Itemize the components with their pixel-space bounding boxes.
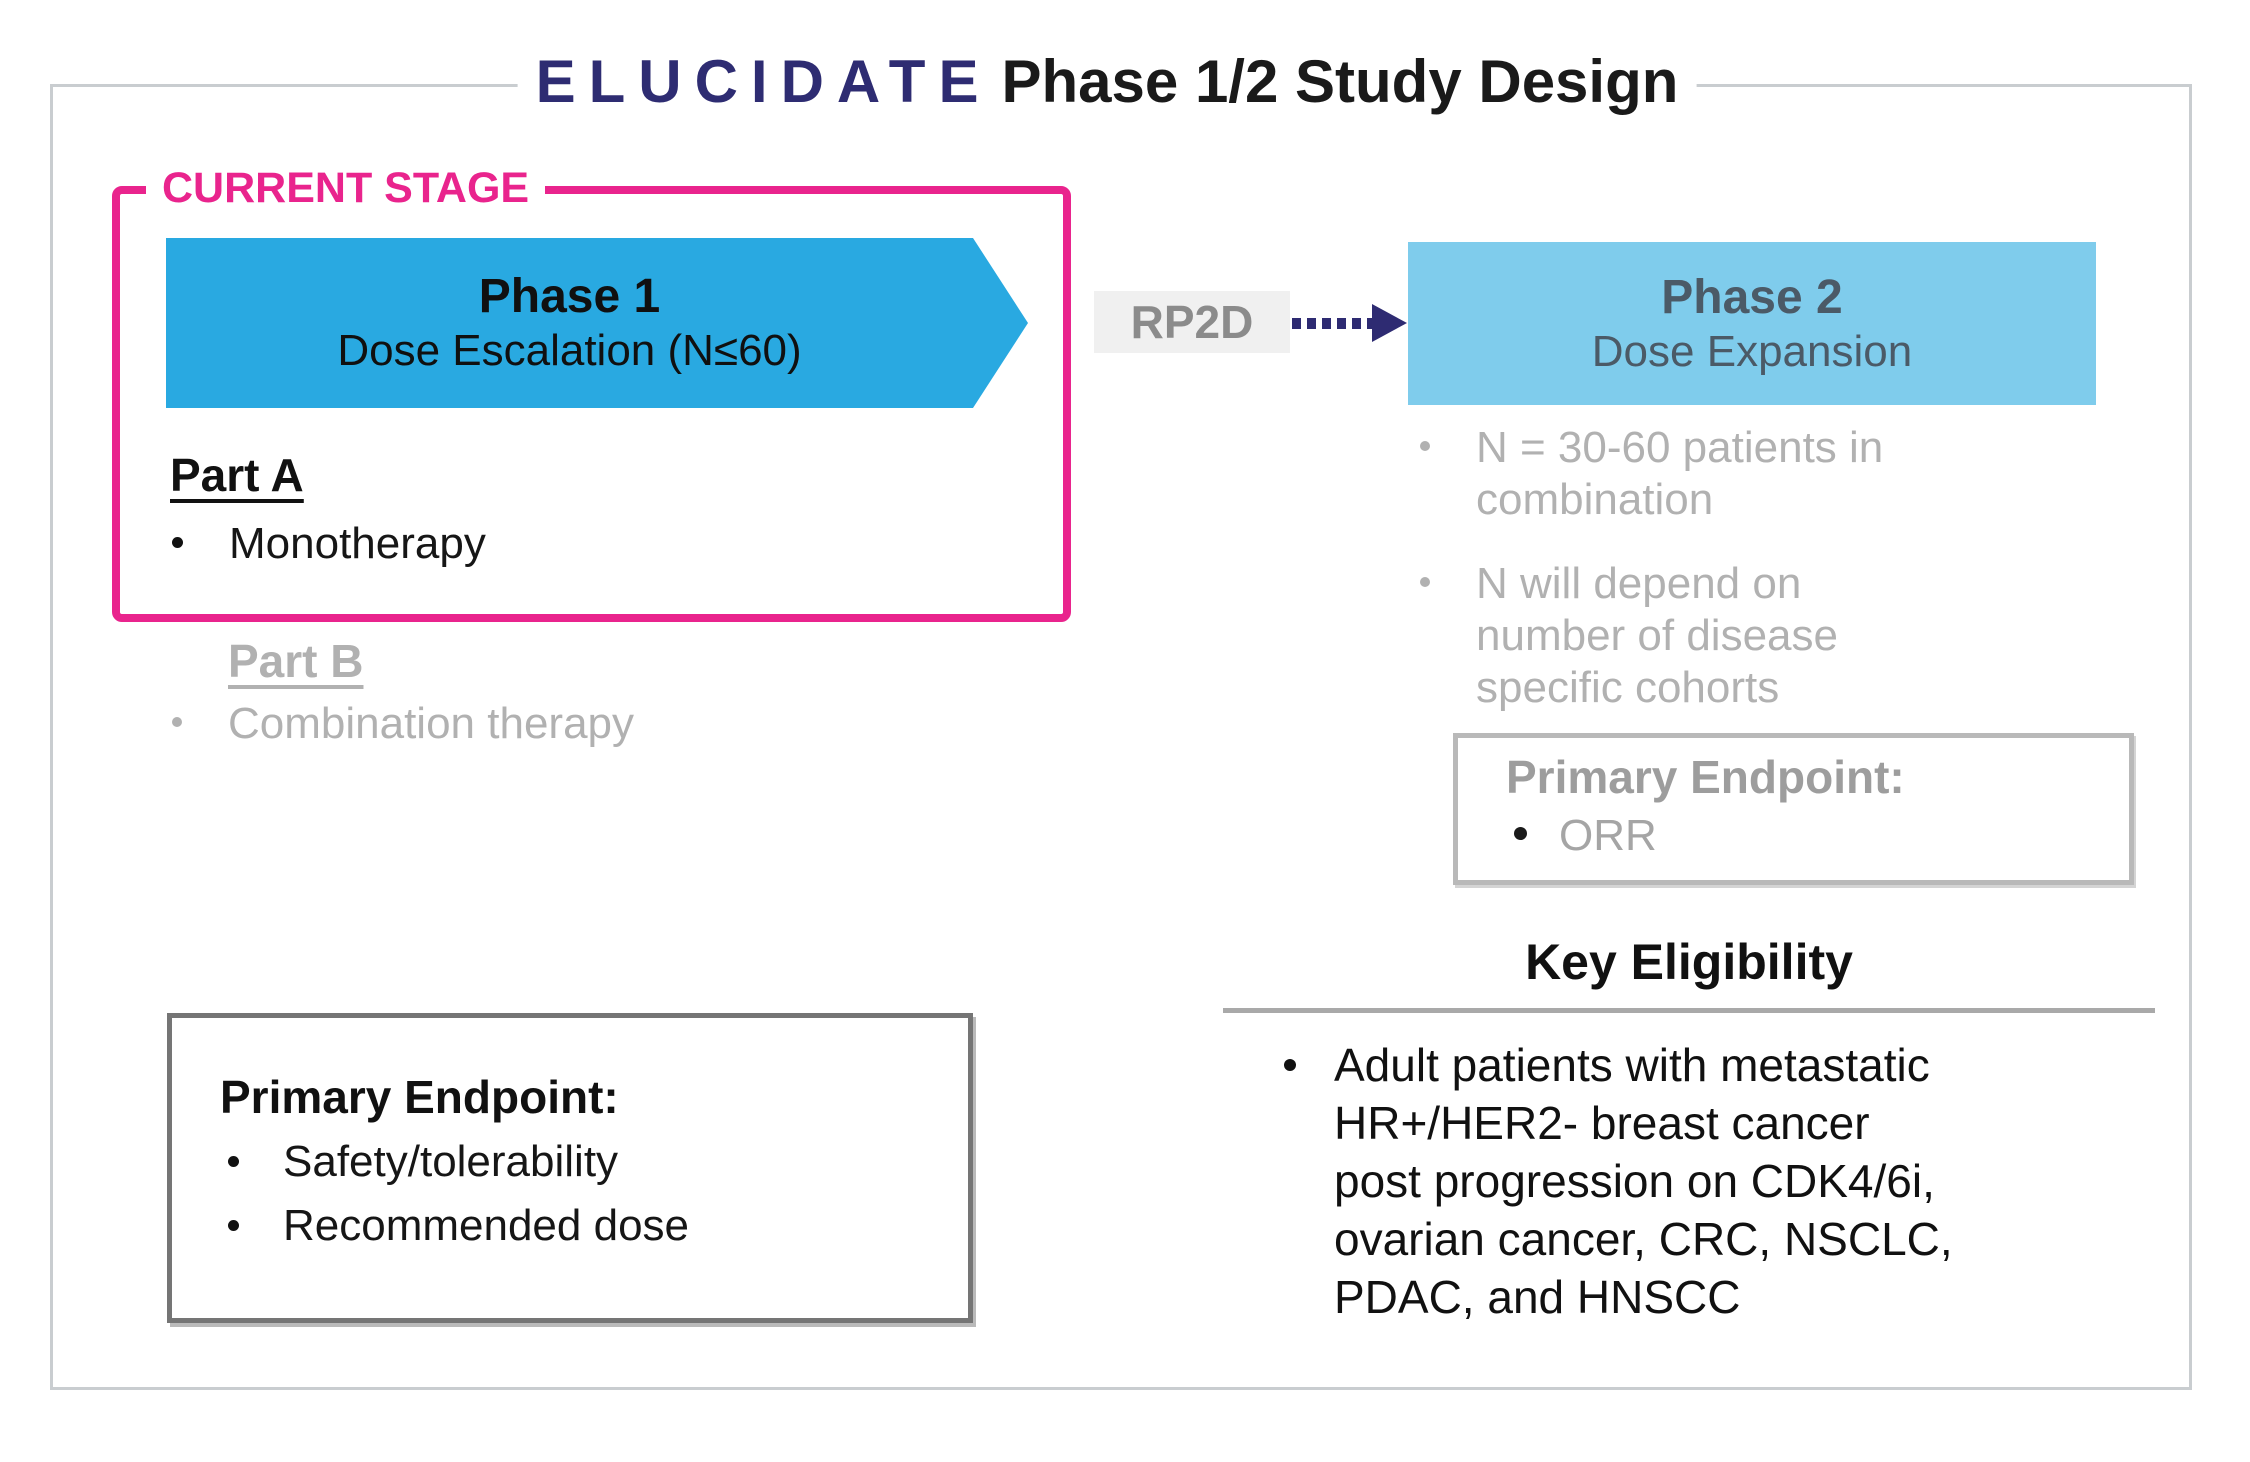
phase1-primary-endpoint-box: Primary Endpoint: Safety/tolerability Re… [167,1013,973,1323]
bullet-dot [228,1220,239,1231]
bullet-dot [1420,577,1430,587]
rp2d-dotted-arrow-line [1292,318,1372,329]
phase2-bullet-text: N = 30-60 patients in combination [1476,423,1884,524]
part-a-bullet-text: Monotherapy [229,519,486,568]
phase2-primary-endpoint-box: Primary Endpoint: ORR [1453,733,2134,885]
part-a-heading: Part A [170,449,304,501]
bullet-dot [172,717,182,727]
current-stage-box [112,186,1071,622]
part-b-bullet: Combination therapy [172,698,634,750]
arrowhead-icon [1372,304,1407,342]
key-eligibility-bullet-text: Adult patients with metastatic HR+/HER2-… [1334,1039,1953,1323]
page-title-text: Phase 1/2 Study Design [1001,48,1679,115]
bullet-dot [172,537,183,548]
phase2-bullet: N = 30-60 patients in combination [1420,422,1883,526]
phase2-primary-endpoint-heading: Primary Endpoint: [1506,751,1905,803]
phase2-box: Phase 2 Dose Expansion [1408,242,2096,405]
key-eligibility-bullet: Adult patients with metastatic HR+/HER2-… [1284,1036,2184,1326]
phase1-endpoint-bullet-text: Safety/tolerability [283,1137,619,1186]
phase2-bullet: N will depend on number of disease speci… [1420,558,1838,714]
phase1-endpoint-bullet: Safety/tolerability [228,1136,968,1188]
phase2-title: Phase 2 [1661,270,1843,324]
phase1-subtitle: Dose Escalation (N≤60) [337,326,802,375]
phase2-subtitle: Dose Expansion [1591,326,1913,376]
key-eligibility-divider [1223,1008,2155,1013]
rp2d-label: RP2D [1094,291,1290,353]
phase2-endpoint-bullet: ORR [1514,810,2129,862]
bullet-dot [1420,441,1430,451]
bullet-dot [228,1156,239,1167]
phase1-primary-endpoint-heading: Primary Endpoint: [220,1071,619,1123]
bullet-dot [1284,1059,1296,1071]
part-b-heading: Part B [228,635,364,687]
phase1-arrow-shape: Phase 1 Dose Escalation (N≤60) [166,238,1028,408]
phase1-endpoint-bullet-text: Recommended dose [283,1201,690,1250]
current-stage-label: CURRENT STAGE [146,158,546,218]
bullet-dot [1514,827,1527,840]
phase1-title: Phase 1 [478,270,661,323]
part-b-bullet-text: Combination therapy [228,699,635,748]
brand-logo: ELUCIDATE [535,48,992,115]
part-a-bullet: Monotherapy [172,518,486,570]
phase1-endpoint-bullet: Recommended dose [228,1200,968,1252]
phase2-bullet-text: N will depend on number of disease speci… [1476,559,1838,712]
key-eligibility-heading: Key Eligibility [1525,934,1853,990]
phase2-endpoint-bullet-text: ORR [1559,811,1657,860]
